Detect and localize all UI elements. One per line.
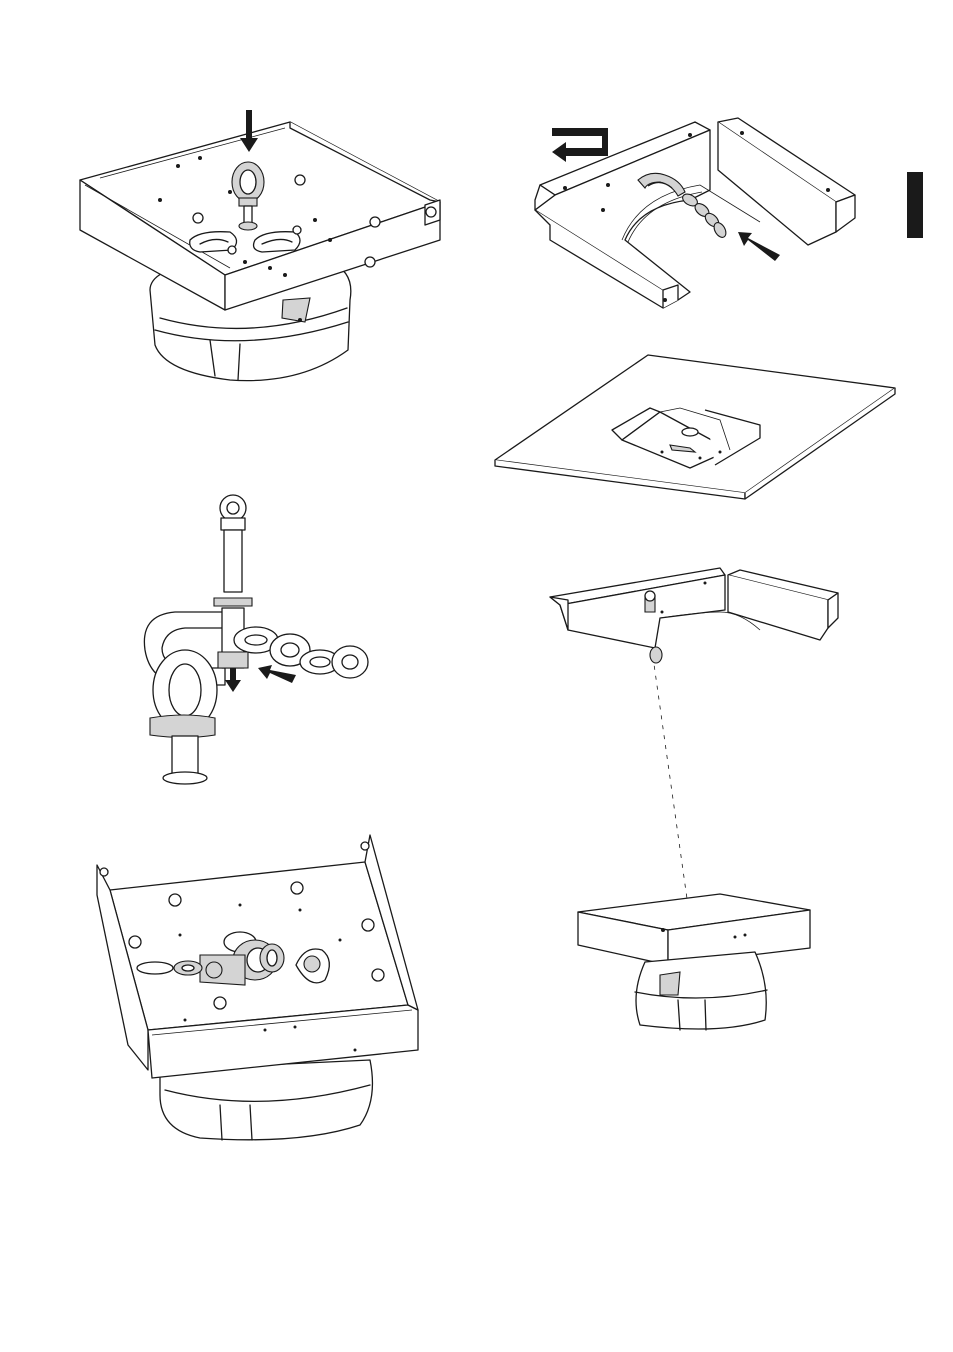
eye-bolt-insertion-illustration <box>80 110 440 381</box>
chain-hook-bracket-illustration <box>535 118 855 308</box>
suspended-assembly-illustration <box>550 568 838 1030</box>
chain-icon <box>652 650 690 920</box>
eye-bolt-chain-detail-illustration <box>144 495 368 784</box>
shackle-assembly-illustration <box>97 835 418 1140</box>
ceiling-plate-illustration <box>495 355 895 499</box>
